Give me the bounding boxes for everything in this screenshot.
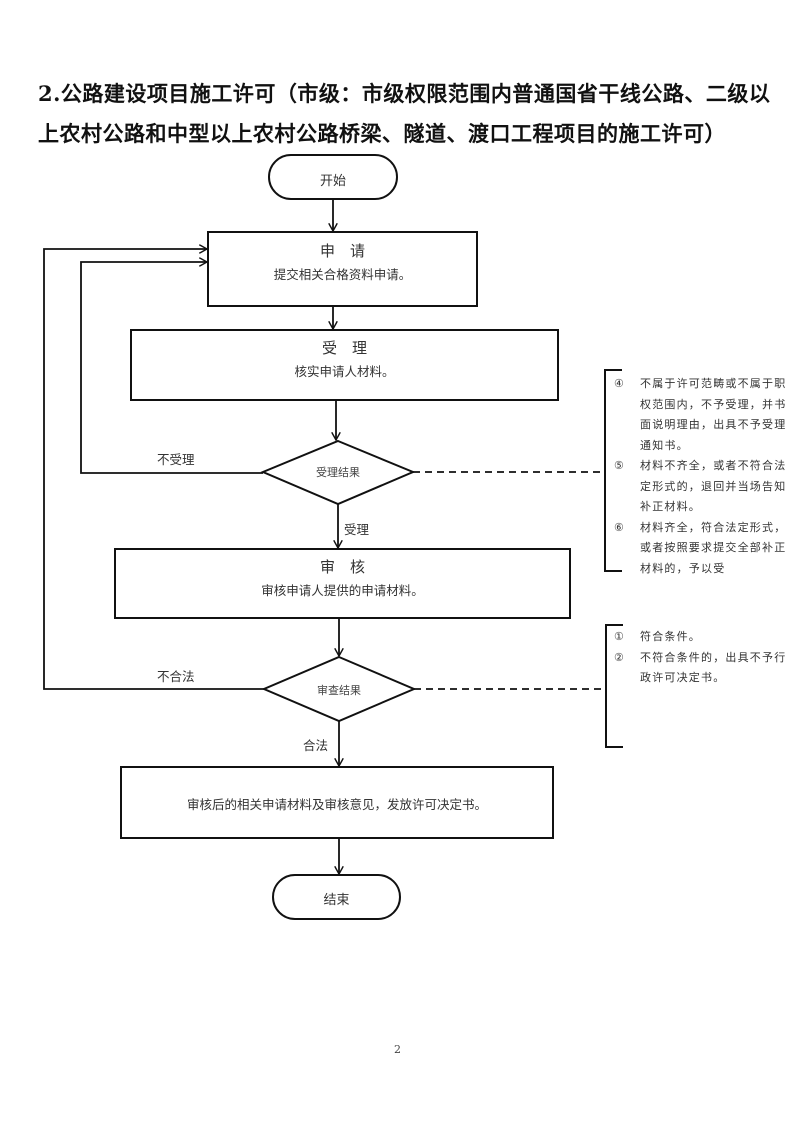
page-title-line-2: 上农村公路和中型以上农村公路桥梁、隧道、渡口工程项目的施工许可） <box>38 121 726 146</box>
note-item: ⑤ 材料不齐全，或者不符合法定形式的，退回并当场告知补正材料。 <box>614 456 790 518</box>
review-body: 审核申请人提供的申请材料。 <box>261 583 424 598</box>
note-item: ⑥ 材料齐全，符合法定形式，或者按照要求提交全部补正材料的，予以受 <box>614 518 790 580</box>
page-title-line-1: 2.公路建设项目施工许可（市级：市级权限范围内普通国省干线公路、二级以 <box>38 81 771 106</box>
accept-title: 受 理 <box>321 339 367 357</box>
illegal-edge-label: 不合法 <box>157 669 195 684</box>
note-number: ② <box>614 650 624 664</box>
accept-body: 核实申请人材料。 <box>294 364 395 379</box>
reject-edge-label: 不受理 <box>157 452 195 467</box>
apply-title: 申 请 <box>319 242 365 260</box>
note-text: 符合条件。 <box>640 630 701 643</box>
note-item: ① 符合条件。 <box>614 627 790 648</box>
loop-reject-to-apply <box>80 262 263 474</box>
bracket-review-notes <box>605 624 623 748</box>
review-notes: ① 符合条件。 ② 不符合条件的，出具不予行政许可决定书。 <box>614 627 790 689</box>
review-text: 审 核 审核申请人提供的申请材料。 <box>115 556 570 599</box>
accept-text: 受 理 核实申请人材料。 <box>131 337 558 380</box>
note-text: 不属于许可范畴或不属于职权范围内，不予受理，并书面说明理由，出具不予受理通知书。 <box>640 377 787 452</box>
note-number: ⑥ <box>614 520 624 534</box>
accept-box <box>130 329 559 401</box>
accept-decision-label: 受理结果 <box>316 466 360 479</box>
start-label: 开始 <box>319 174 346 189</box>
end-label: 结束 <box>323 893 350 908</box>
issue-body: 审核后的相关申请材料及审核意见，发放许可决定书。 <box>186 797 487 812</box>
note-number: ④ <box>614 377 624 390</box>
bracket-accept-notes <box>604 369 622 572</box>
page-number: 2 <box>394 1043 401 1056</box>
review-title: 审 核 <box>319 558 365 576</box>
issue-text: 审核后的相关申请材料及审核意见，发放许可决定书。 <box>121 794 553 813</box>
note-item: ④ 不属于许可范畴或不属于职权范围内，不予受理，并书面说明理由，出具不予受理通知… <box>614 374 790 456</box>
accept-notes: ④ 不属于许可范畴或不属于职权范围内，不予受理，并书面说明理由，出具不予受理通知… <box>614 374 790 579</box>
note-number: ① <box>614 630 624 643</box>
note-item: ② 不符合条件的，出具不予行政许可决定书。 <box>614 648 790 689</box>
apply-box <box>207 231 478 307</box>
accepted-edge-label: 受理 <box>344 522 370 537</box>
review-decision-label: 审查结果 <box>317 684 361 697</box>
note-text: 材料不齐全，或者不符合法定形式的，退回并当场告知补正材料。 <box>640 459 787 513</box>
apply-body: 提交相关合格资料申请。 <box>273 267 412 282</box>
apply-text: 申 请 提交相关合格资料申请。 <box>208 240 477 283</box>
issue-box <box>120 766 554 839</box>
note-number: ⑤ <box>614 459 624 472</box>
legal-edge-label: 合法 <box>303 738 329 753</box>
note-text: 材料齐全，符合法定形式，或者按照要求提交全部补正材料的，予以受 <box>640 520 787 575</box>
review-box <box>114 548 571 619</box>
loop-illegal-to-apply <box>43 249 264 690</box>
note-text: 不符合条件的，出具不予行政许可决定书。 <box>640 650 787 685</box>
end-terminator <box>272 874 401 920</box>
